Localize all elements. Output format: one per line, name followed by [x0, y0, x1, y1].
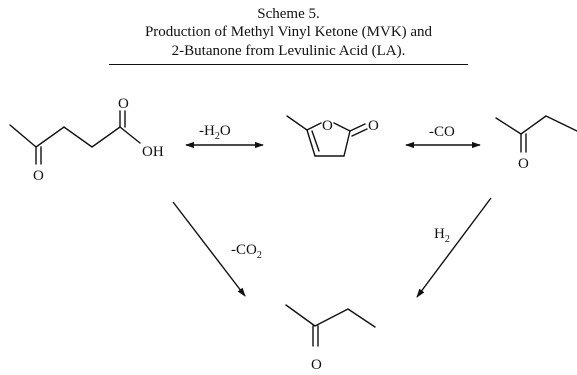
lactone-ring-o-c2: [333, 122, 351, 132]
angelica-lactone-structure: O O: [286, 115, 379, 157]
butanone-top-chain: [495, 115, 577, 135]
lactone-ring-c5-o: [306, 122, 322, 131]
lactone-carbonyl-double-bond: [351, 128, 368, 137]
lactone-carbonyl-bond: [349, 123, 366, 132]
lactone-ring-double-bond: [311, 130, 320, 152]
reagent-hydrogenation: H2: [434, 226, 450, 245]
butanone-bottom-chain: [285, 304, 376, 328]
hydroxyl-label: OH: [142, 144, 164, 160]
levulinic-acid-chain: [9, 124, 121, 148]
ketone-oxygen-label: O: [33, 168, 44, 184]
levulinic-acid-structure: O O OH: [9, 96, 164, 184]
hydrogenation-arrow: [416, 197, 492, 298]
butanone-top-oxygen-label: O: [518, 156, 529, 172]
butanone-structure-top: O: [495, 115, 577, 172]
lactone-carbonyl-oxygen-label: O: [368, 118, 379, 134]
butanone-bottom-oxygen-label: O: [311, 357, 322, 373]
scheme-title: Scheme 5.: [257, 6, 320, 22]
reagent-decarbonylation: -CO: [429, 124, 455, 140]
acid-c-oh-bond: [119, 126, 141, 144]
scheme-subtitle-line-2: 2-Butanone from Levulinic Acid (LA).: [171, 43, 406, 59]
lactone-ring-oxygen-label: O: [322, 118, 333, 134]
title-underline: [109, 64, 468, 65]
lactone-ring-c4-c5: [306, 129, 316, 157]
lactone-ring-c2-c3: [343, 130, 351, 157]
scheme-subtitle-line-1: Production of Methyl Vinyl Ketone (MVK) …: [144, 24, 433, 40]
reagent-decarboxylation: -CO2: [231, 242, 262, 261]
decarboxylation-arrow: [172, 201, 246, 297]
butanone-structure-bottom: O: [285, 304, 376, 373]
lactone-methyl-bond: [286, 115, 308, 131]
reagent-dehydration: -H2O: [199, 123, 231, 142]
acid-carbonyl-oxygen-label: O: [118, 96, 129, 112]
